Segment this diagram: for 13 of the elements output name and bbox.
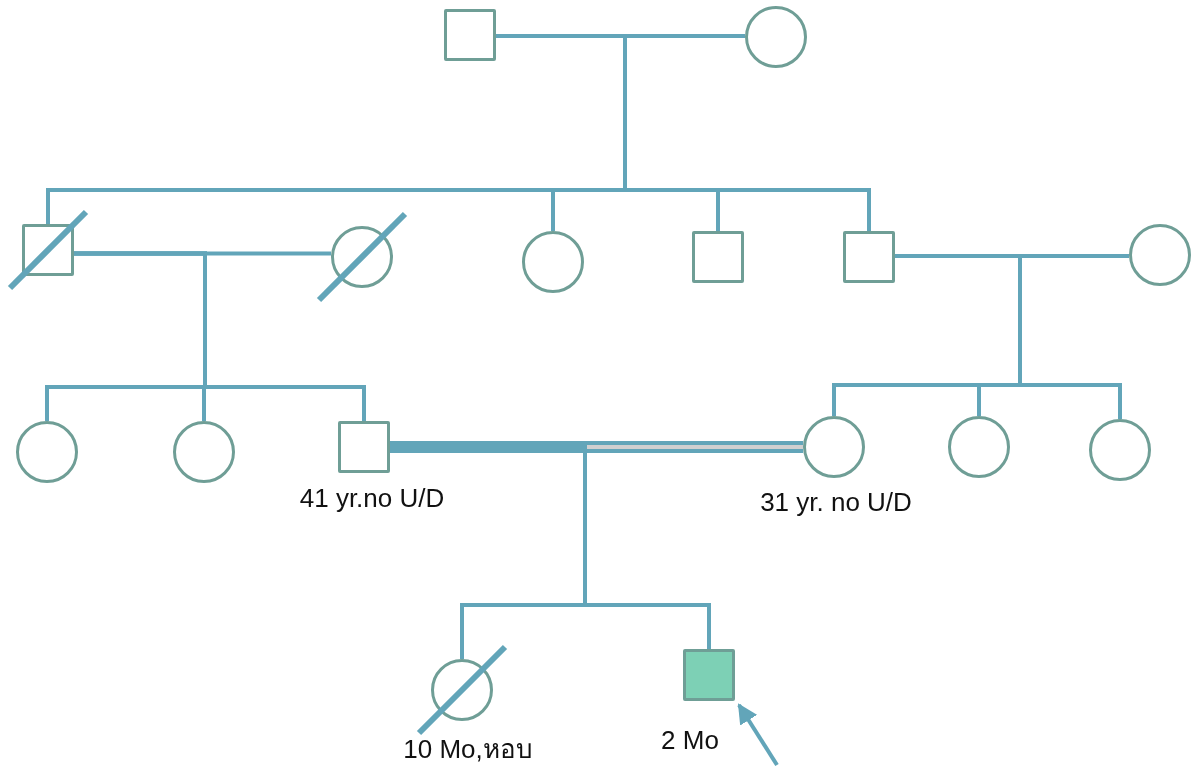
- proband-arrow: [737, 703, 779, 767]
- age-label: 31 yr. no U/D: [760, 487, 912, 518]
- male-symbol: [843, 231, 895, 283]
- age-label: 10 Mo,หอบ: [403, 733, 533, 766]
- age-label: 2 Mo: [661, 725, 719, 756]
- male-symbol: [444, 9, 496, 61]
- pedigree-line: [74, 251, 366, 421]
- age-label: 41 yr.no U/D: [299, 483, 445, 514]
- male-symbol: [338, 421, 390, 473]
- male-symbol: [692, 231, 744, 283]
- pedigree-line: [895, 254, 1122, 419]
- pedigree-line: [496, 34, 871, 231]
- male-symbol: [683, 649, 735, 701]
